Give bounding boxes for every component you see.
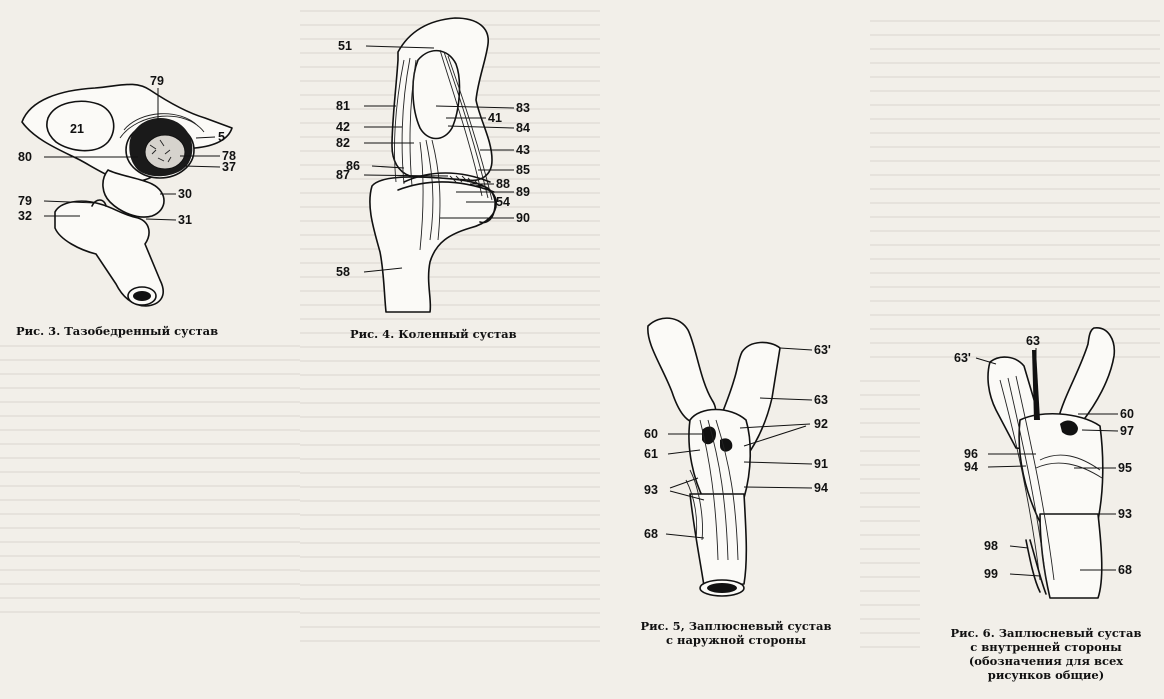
fig4-label: 85 — [516, 163, 530, 177]
fig5-label: 93 — [644, 483, 658, 497]
caption-line: Рис. 3. Тазобедренный сустав — [16, 324, 219, 338]
fig3-label: 79 — [18, 194, 32, 208]
fig6-label: 96 — [964, 447, 978, 461]
fig4-label: 86 — [346, 159, 360, 173]
fig3-label: 37 — [222, 160, 236, 174]
fig3-label: 21 — [70, 122, 84, 136]
caption-line: с наружной стороны — [666, 633, 806, 647]
caption-line: (обозначения для всех — [968, 654, 1124, 668]
fig6-tarsal-joint-medial-drawing — [975, 327, 1119, 599]
fig5-tarsal-joint-lateral-drawing — [647, 317, 813, 597]
fig4-label: 89 — [516, 185, 530, 199]
fig4-label: 58 — [336, 265, 350, 279]
fig5-label: 68 — [644, 527, 658, 541]
caption-line: рисунков общие) — [987, 668, 1105, 682]
fig5-label: 94 — [814, 481, 828, 495]
fig4-caption: Рис. 4. Коленный сустав — [350, 327, 550, 341]
fig4-label: 87 — [336, 168, 350, 182]
fig3-label: 31 — [178, 213, 192, 227]
fig4-label: 83 — [516, 101, 530, 115]
fig6-label: 68 — [1118, 563, 1132, 577]
fig4-label: 51 — [338, 39, 352, 53]
fig6-label: 60 — [1120, 407, 1134, 421]
fig6-caption: Рис. 6. Заплюсневый сустав с внутренней … — [936, 626, 1156, 682]
fig4-label: 42 — [336, 120, 350, 134]
fig5-label: 61 — [644, 447, 658, 461]
fig3-label: 79 — [150, 74, 164, 88]
caption-line: Рис. 4. Коленный сустав — [350, 327, 517, 341]
fig3-label: 30 — [178, 187, 192, 201]
fig3-label: 32 — [18, 209, 32, 223]
fig5-label: 63' — [814, 343, 831, 357]
fig6-label: 63' — [954, 351, 971, 365]
fig6-label: 95 — [1118, 461, 1132, 475]
fig6-label: 63 — [1026, 334, 1040, 348]
fig4-label: 43 — [516, 143, 530, 157]
caption-line: с внутренней стороны — [970, 640, 1122, 654]
fig4-label: 90 — [516, 211, 530, 225]
fig4-label: 41 — [488, 111, 502, 125]
fig6-label: 98 — [984, 539, 998, 553]
bleed-through-text — [870, 20, 1160, 360]
fig5-label: 91 — [814, 457, 828, 471]
bleed-through-text — [0, 345, 300, 625]
fig4-label: 54 — [496, 195, 510, 209]
fig4-label: 81 — [336, 99, 350, 113]
fig3-label: 5 — [218, 130, 225, 144]
fig3-label: 80 — [18, 150, 32, 164]
fig6-label: 94 — [964, 460, 978, 474]
fig3-label: 78 — [222, 149, 236, 163]
fig3-caption: Рис. 3. Тазобедренный сустав — [16, 324, 246, 338]
bleed-through-text — [860, 380, 920, 660]
fig4-label: 84 — [516, 121, 530, 135]
fig6-label: 99 — [984, 567, 998, 581]
caption-line: Рис. 6. Заплюсневый сустав — [950, 626, 1142, 640]
fig4-label: 82 — [336, 136, 350, 150]
fig6-label: 93 — [1118, 507, 1132, 521]
fig5-caption: Рис. 5, Заплюсневый сустав с наружной ст… — [626, 619, 846, 647]
fig6-label: 97 — [1120, 424, 1134, 438]
fig5-label: 60 — [644, 427, 658, 441]
fig5-label: 92 — [814, 417, 828, 431]
fig5-label: 63 — [814, 393, 828, 407]
fig4-knee-joint-drawing — [363, 17, 515, 313]
fig4-label: 88 — [496, 177, 510, 191]
fig3-hip-joint-drawing — [21, 83, 233, 307]
caption-line: Рис. 5, Заплюсневый сустав — [640, 619, 832, 633]
